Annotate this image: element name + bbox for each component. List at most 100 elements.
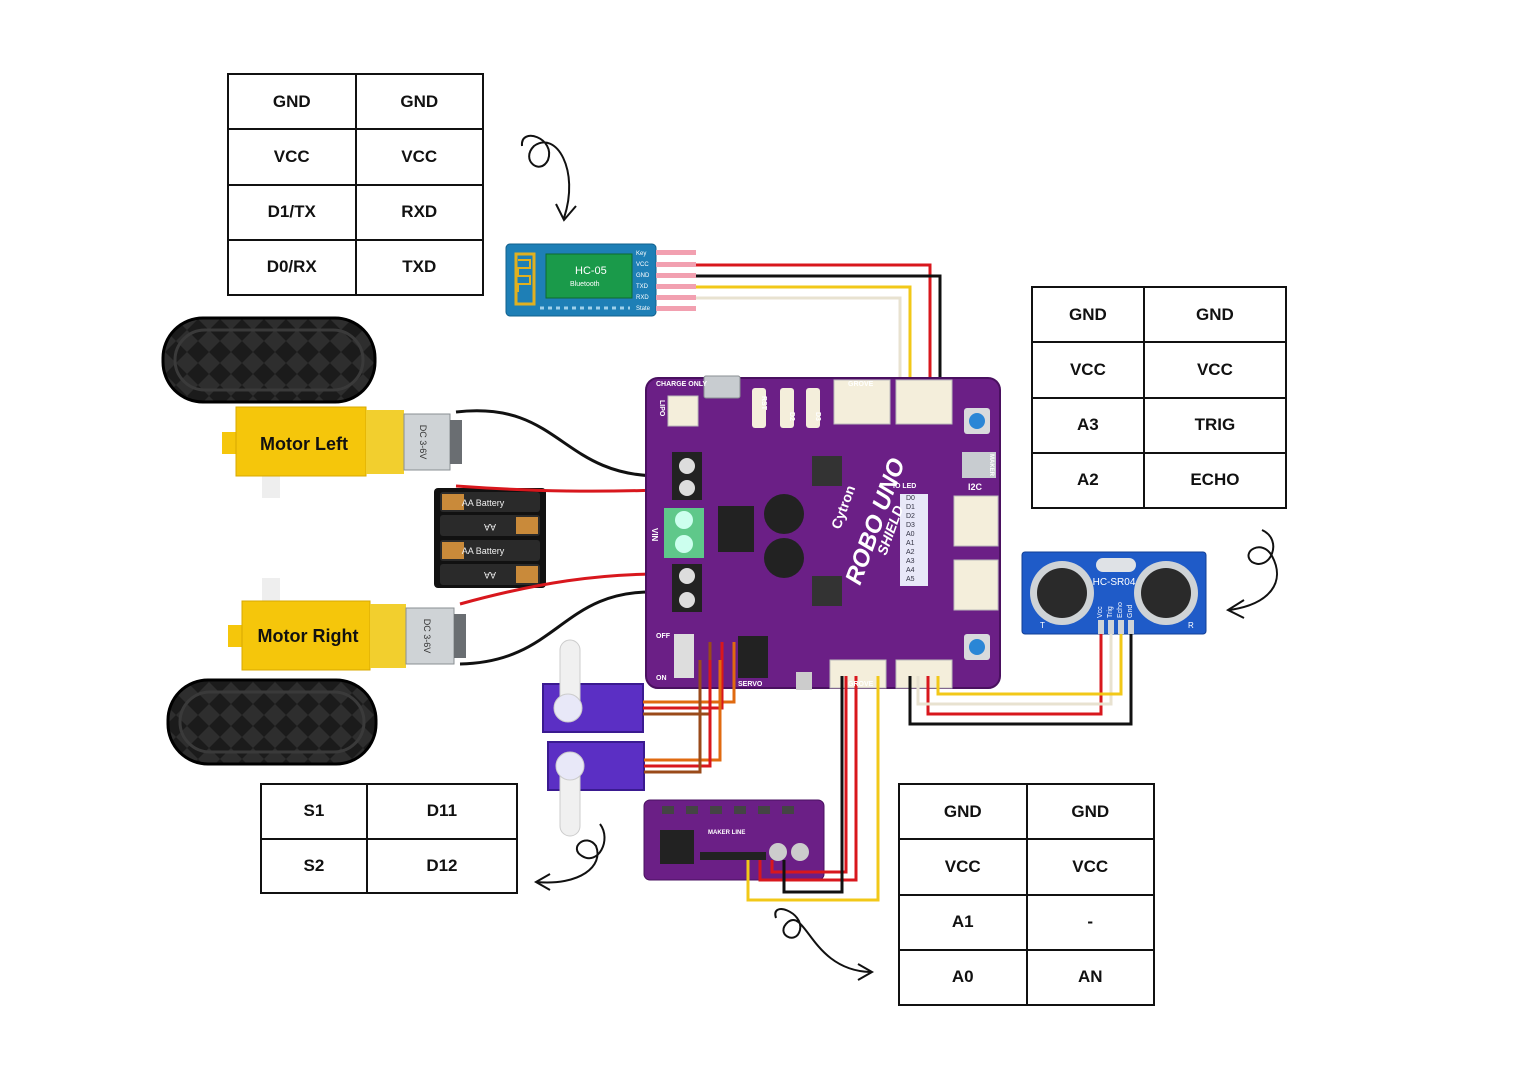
- motor-wires: [455, 409, 661, 666]
- board-pin: GND: [227, 72, 357, 131]
- module-pin: VCC: [1025, 838, 1155, 896]
- d2-label: D2: [788, 412, 795, 421]
- io-led-a0: A0: [906, 531, 915, 538]
- arrow-sr04: [1225, 529, 1278, 619]
- battery-label-3: AA Battery: [462, 546, 505, 556]
- wheel-left-top: [161, 316, 377, 404]
- io-led-d1: D1: [906, 504, 915, 511]
- servo-label: SERVO: [738, 681, 763, 688]
- board-pin: A0: [898, 948, 1028, 1007]
- on-label: ON: [656, 675, 667, 682]
- motor-left: [222, 406, 462, 498]
- io-led-a2: A2: [906, 549, 915, 556]
- board-pin: D0/RX: [227, 238, 357, 297]
- module-pin: VCC: [1142, 341, 1288, 399]
- hc05-sub: Bluetooth: [570, 281, 600, 288]
- arrow-line-sensor: [774, 908, 875, 981]
- servo-1: [542, 639, 644, 733]
- module-pin: TXD: [354, 238, 484, 297]
- module-pin: TRIG: [1142, 396, 1288, 454]
- sr04-r: R: [1188, 621, 1194, 630]
- hc05-pin-state: State: [636, 306, 651, 312]
- table-row: A1-: [898, 893, 1155, 951]
- board-pin: GND: [898, 782, 1028, 841]
- line-sensor-wires: [746, 676, 880, 902]
- maker-line-sensor: [643, 799, 825, 881]
- hc05-pin-vcc: VCC: [636, 262, 649, 268]
- module-pin: GND: [1025, 782, 1155, 841]
- sr04-pin-vcc: Vcc: [1097, 606, 1104, 618]
- vin-label: VIN: [650, 528, 659, 542]
- off-label: OFF: [656, 633, 671, 640]
- board-pin: VCC: [227, 128, 357, 186]
- servo-wires: [643, 642, 736, 774]
- sr04-pin-trig: Trig: [1107, 606, 1114, 618]
- arrow-servo: [533, 823, 606, 891]
- module-pin: VCC: [354, 128, 484, 186]
- io-led-a3: A3: [906, 558, 915, 565]
- servo-id: S2: [260, 837, 368, 894]
- module-pin: AN: [1025, 948, 1155, 1007]
- hc05-pin-gnd: GND: [636, 273, 650, 279]
- io-led-a4: A4: [906, 567, 915, 574]
- battery-label-1: AA Battery: [462, 498, 505, 508]
- hc05-pin-rxd: RXD: [636, 295, 649, 301]
- sr04-pin-gnd: Gnd: [1127, 605, 1134, 618]
- board-pin: GND: [1031, 285, 1145, 344]
- lipo-label: LIPO: [658, 400, 665, 417]
- hc05-pin-txd: TXD: [636, 284, 649, 290]
- io-led-d2: D2: [906, 513, 915, 520]
- motor-right: [228, 578, 466, 671]
- arrow-hc05: [520, 134, 577, 222]
- board-pin: D11: [365, 783, 519, 840]
- module-pin: RXD: [354, 183, 484, 241]
- line-sensor-label: MAKER LINE: [708, 830, 745, 836]
- motor-right-label: Motor Right: [258, 626, 359, 646]
- hc05-pin-key: Key: [636, 251, 646, 257]
- board-pin: A2: [1031, 451, 1145, 510]
- board-pin: D1/TX: [227, 183, 357, 241]
- board-pin: A3: [1031, 396, 1145, 454]
- module-pin: GND: [354, 72, 484, 131]
- maker-label: MAKER: [988, 454, 994, 477]
- board-pin: D12: [365, 837, 519, 894]
- robo-uno-board: [645, 375, 1001, 690]
- sr04-name: HC-SR04: [1093, 577, 1136, 588]
- motor-right-rating: DC 3-6V: [422, 619, 432, 654]
- battery-holder: [434, 488, 546, 588]
- servo-2: [547, 741, 645, 837]
- io-led-label: IO LED: [893, 483, 916, 490]
- board-pin: A1: [898, 893, 1028, 951]
- sr04-wires: [908, 634, 1133, 726]
- board-pin: VCC: [898, 838, 1028, 896]
- board-pin: VCC: [1031, 341, 1145, 399]
- servo-id: S1: [260, 783, 368, 840]
- hc05-name: HC-05: [575, 265, 607, 277]
- module-pin: -: [1025, 893, 1155, 951]
- i2c-label: I2C: [968, 482, 983, 492]
- d3-label: D3: [814, 412, 821, 421]
- sr04-pin-echo: Echo: [1117, 602, 1124, 618]
- io-led-d3: D3: [906, 522, 915, 529]
- motor-left-label: Motor Left: [260, 434, 348, 454]
- wheel-right-bottom: [166, 678, 378, 766]
- sr04-t: T: [1040, 621, 1045, 630]
